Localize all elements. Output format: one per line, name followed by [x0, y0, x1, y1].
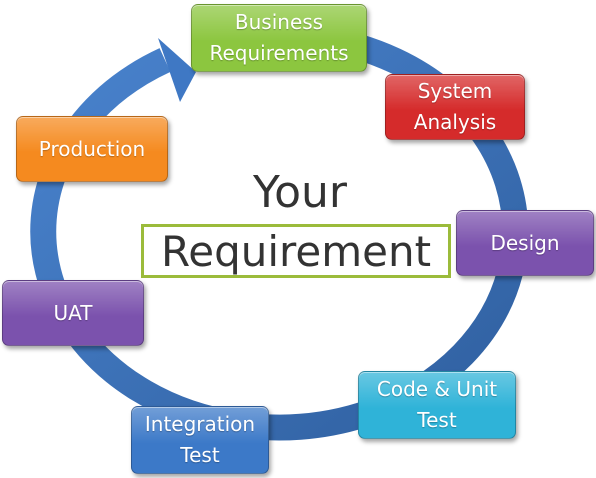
stage-code-unit-test: Code & Unit Test	[358, 371, 516, 439]
stage-system-analysis: System Analysis	[385, 74, 525, 140]
stage-design: Design	[456, 210, 594, 276]
stage-business-requirements: Business Requirements	[191, 4, 367, 72]
center-title: Your	[253, 167, 347, 218]
cycle-arrow-head	[158, 38, 196, 102]
stage-production: Production	[16, 116, 168, 182]
stage-integration-test: Integration Test	[131, 406, 269, 474]
center-subtitle: Requirement	[160, 226, 432, 276]
stage-uat: UAT	[2, 280, 144, 346]
center-requirement-box: Requirement	[141, 224, 451, 278]
